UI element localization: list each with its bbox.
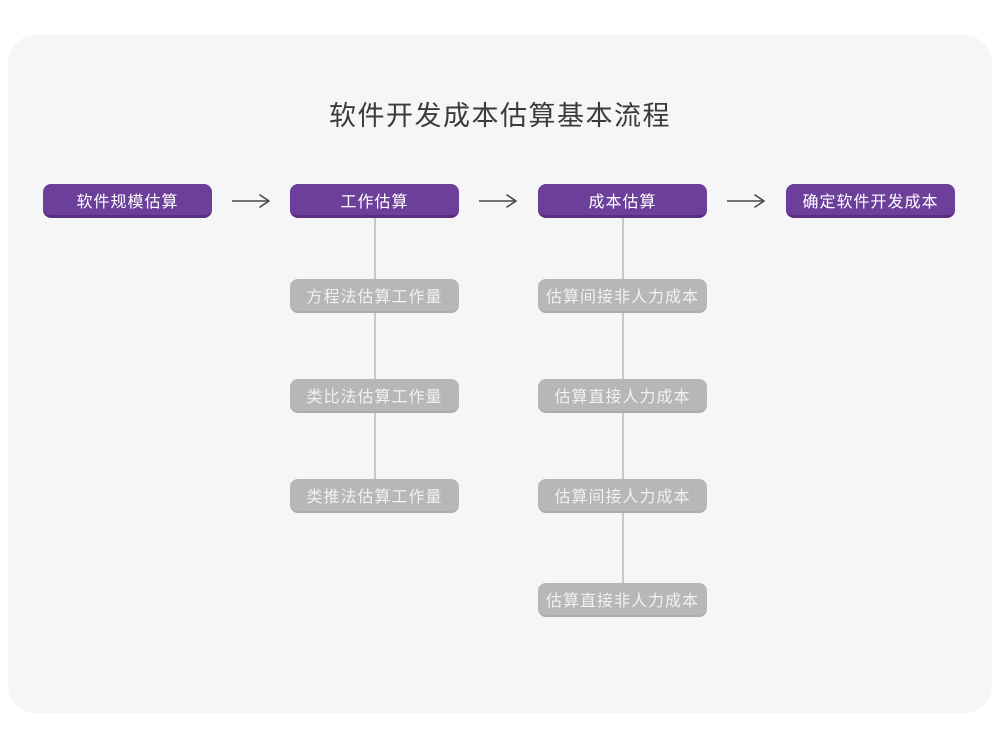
stage-box-software-scale-estimation: 软件规模估算 — [43, 184, 212, 218]
stage-label: 确定软件开发成本 — [802, 193, 939, 211]
substep-label: 估算直接非人力成本 — [545, 593, 699, 610]
substep-box-indirect-nonlabor-cost: 估算间接非人力成本 — [538, 279, 707, 313]
diagram-card — [8, 35, 992, 713]
stage-box-cost-estimation: 成本估算 — [538, 184, 707, 218]
substep-box-indirect-labor-cost: 估算间接人力成本 — [538, 479, 707, 513]
substep-box-direct-labor-cost: 估算直接人力成本 — [538, 379, 707, 413]
diagram-title: 软件开发成本估算基本流程 — [329, 101, 671, 131]
substep-box-extrapolation-method: 类推法估算工作量 — [290, 479, 459, 513]
substep-box-analogy-method: 类比法估算工作量 — [290, 379, 459, 413]
right-arrow-icon — [232, 194, 270, 208]
stage-label: 软件规模估算 — [76, 193, 179, 211]
stage-box-determine-development-cost: 确定软件开发成本 — [786, 184, 955, 218]
substep-label: 估算直接人力成本 — [554, 389, 691, 406]
substep-label: 类比法估算工作量 — [306, 389, 443, 406]
substep-label: 估算间接非人力成本 — [545, 289, 699, 306]
substep-box-equation-method: 方程法估算工作量 — [290, 279, 459, 313]
right-arrow-icon — [727, 194, 765, 208]
connector-line-work-estimation — [373, 218, 376, 494]
stage-label: 工作估算 — [340, 193, 409, 211]
right-arrow-icon — [479, 194, 517, 208]
substep-label: 方程法估算工作量 — [306, 289, 443, 306]
stage-box-work-estimation: 工作估算 — [290, 184, 459, 218]
substep-box-direct-nonlabor-cost: 估算直接非人力成本 — [538, 583, 707, 617]
substep-label: 估算间接人力成本 — [554, 489, 691, 506]
substep-label: 类推法估算工作量 — [306, 489, 443, 506]
stage-label: 成本估算 — [588, 193, 657, 211]
